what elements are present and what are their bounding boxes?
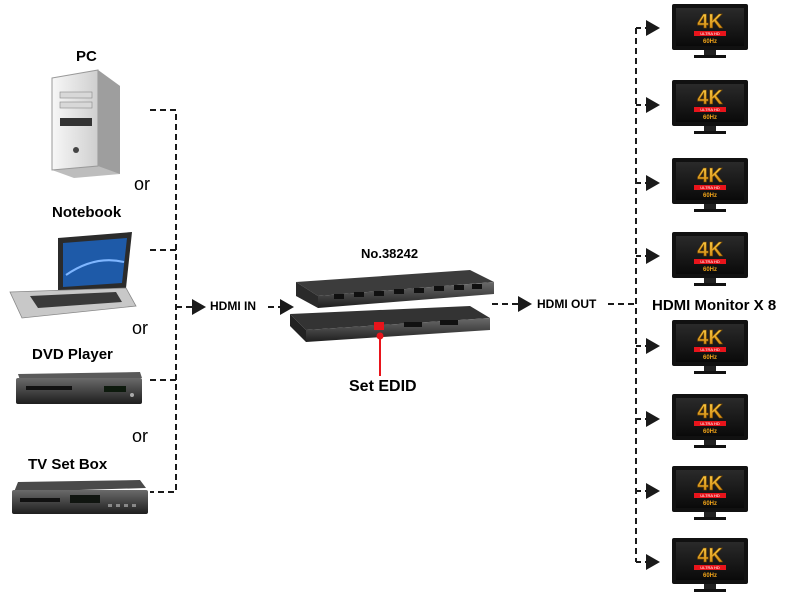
source-label-notebook: Notebook bbox=[52, 204, 122, 221]
badge-ultra-hd-text: ULTRA HD bbox=[700, 259, 720, 264]
badge-ultra-hd-text: ULTRA HD bbox=[700, 185, 720, 190]
badge-4k-text: 4K bbox=[697, 11, 723, 33]
or-label: or bbox=[132, 426, 149, 446]
badge-4k-text: 4K bbox=[697, 327, 723, 349]
badge-hz-text: 60Hz bbox=[703, 267, 717, 273]
source-label-tv-set-box: TV Set Box bbox=[28, 456, 108, 473]
badge-ultra-hd-text: ULTRA HD bbox=[700, 565, 720, 570]
badge-hz-text: 60Hz bbox=[703, 573, 717, 579]
badge-hz-text: 60Hz bbox=[703, 501, 717, 507]
or-label: or bbox=[134, 174, 151, 194]
badge-4k-text: 4K bbox=[697, 473, 723, 495]
badge-4k-text: 4K bbox=[697, 165, 723, 187]
monitors-count-label: HDMI Monitor X 8 bbox=[652, 297, 777, 314]
dvd-player-icon bbox=[16, 372, 142, 404]
or-label: or bbox=[132, 318, 149, 338]
badge-ultra-hd-text: ULTRA HD bbox=[700, 421, 720, 426]
model-number: No.38242 bbox=[361, 246, 419, 261]
desktop-pc-icon bbox=[51, 69, 120, 178]
badge-hz-text: 60Hz bbox=[703, 429, 717, 435]
badge-hz-text: 60Hz bbox=[703, 115, 717, 121]
badge-ultra-hd-text: ULTRA HD bbox=[700, 347, 720, 352]
source-label-pc: PC bbox=[76, 48, 97, 65]
monitor-arrows bbox=[636, 20, 660, 570]
badge-4k-text: 4K bbox=[697, 239, 723, 261]
badge-ultra-hd-text: ULTRA HD bbox=[700, 493, 720, 498]
badge-hz-text: 60Hz bbox=[703, 39, 717, 45]
badge-4k-text: 4K bbox=[697, 87, 723, 109]
badge-4k-text: 4K bbox=[697, 545, 723, 567]
badge-hz-text: 60Hz bbox=[703, 355, 717, 361]
laptop-icon bbox=[9, 232, 137, 319]
set-top-box-icon bbox=[12, 480, 148, 514]
hdmi-splitter-device bbox=[290, 270, 494, 342]
badge-ultra-hd-text: ULTRA HD bbox=[700, 107, 720, 112]
hdmi-in-label: HDMI IN bbox=[207, 299, 259, 313]
badge-4k-text: 4K bbox=[697, 401, 723, 423]
badge-hz-text: 60Hz bbox=[703, 193, 717, 199]
source-connector bbox=[150, 28, 637, 562]
badge-ultra-hd-text: ULTRA HD bbox=[700, 31, 720, 36]
hdmi-out-label: HDMI OUT bbox=[534, 297, 600, 311]
source-label-dvd-player: DVD Player bbox=[32, 346, 113, 363]
set-edid-label: Set EDID bbox=[349, 378, 417, 395]
